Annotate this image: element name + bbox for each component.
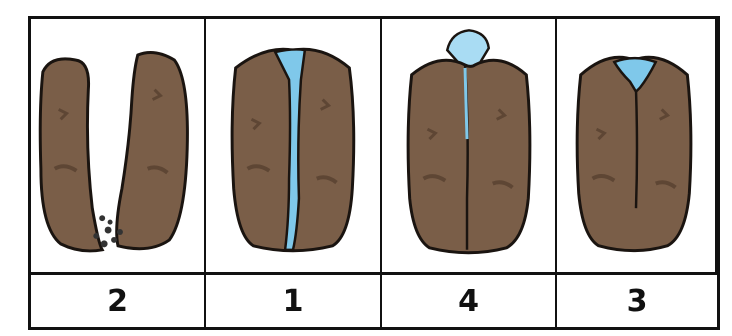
panel-label: 1 <box>206 275 382 327</box>
diagram-frame: 2 1 4 3 <box>28 16 720 330</box>
ice-expansion-illustration <box>382 19 555 272</box>
label-row: 2 1 4 3 <box>31 272 717 327</box>
panel-ice-expansion <box>382 19 557 272</box>
panel-label: 3 <box>557 275 717 327</box>
water-top-illustration <box>557 19 715 272</box>
split-rock-illustration <box>31 19 204 272</box>
panel-water-top <box>557 19 717 272</box>
crack-line <box>636 90 637 209</box>
panel-label: 2 <box>31 275 206 327</box>
rock-body <box>408 60 530 252</box>
panel-label: 4 <box>382 275 557 327</box>
left-rock-fragment <box>40 59 102 251</box>
panel-water-crack <box>206 19 382 272</box>
panel-split-rock <box>31 19 206 272</box>
water-crack-illustration <box>206 19 380 272</box>
right-rock-fragment <box>117 52 188 248</box>
